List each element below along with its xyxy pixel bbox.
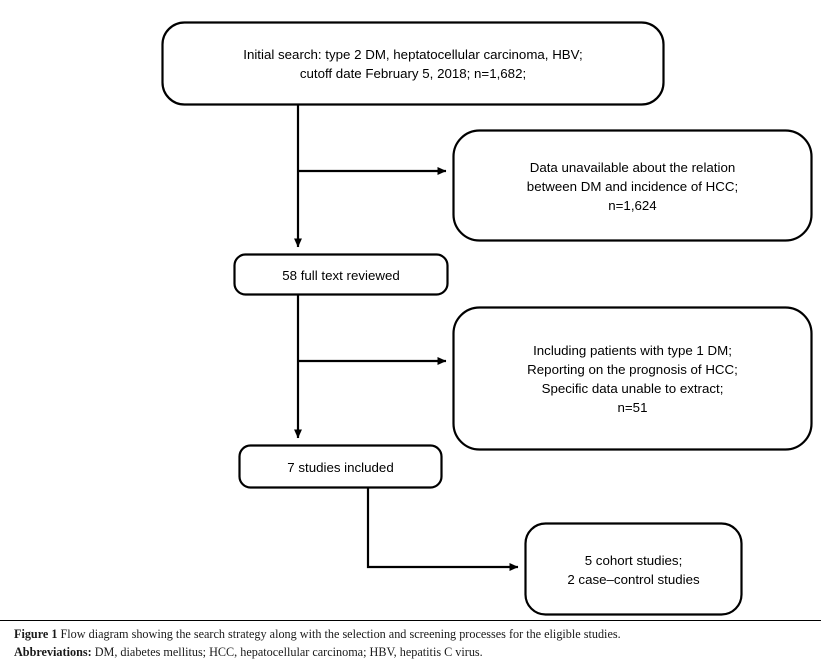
caption-divider xyxy=(0,620,821,621)
node-box-initial-search xyxy=(161,21,665,106)
node-box-full-text xyxy=(233,253,449,296)
caption-figure-text: Flow diagram showing the search strategy… xyxy=(57,627,621,641)
figure-caption: Figure 1 Flow diagram showing the search… xyxy=(14,626,814,661)
caption-abbreviations-text: DM, diabetes mellitus; HCC, hepatocellul… xyxy=(91,644,483,659)
caption-line-figure: Figure 1 Flow diagram showing the search… xyxy=(14,626,814,644)
caption-line-abbreviations: Abbreviations: DM, diabetes mellitus; HC… xyxy=(14,644,814,662)
node-box-excluded-1 xyxy=(452,129,813,242)
node-box-excluded-2 xyxy=(452,306,813,451)
connector-included-to-breakdown xyxy=(366,488,519,571)
node-box-included xyxy=(238,444,443,489)
caption-abbreviations-label: Abbreviations: xyxy=(14,644,92,659)
flow-diagram-canvas xyxy=(161,21,813,616)
caption-figure-label: Figure 1 xyxy=(14,627,58,641)
node-box-breakdown xyxy=(524,522,743,616)
